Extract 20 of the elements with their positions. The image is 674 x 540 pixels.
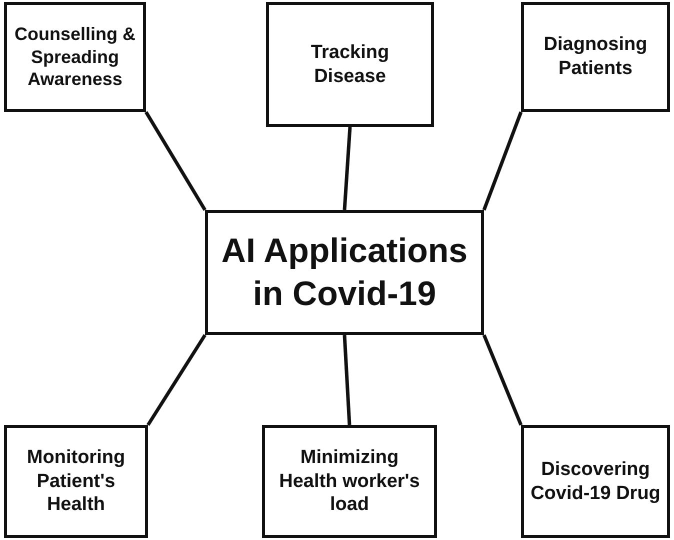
application-box (521, 2, 670, 112)
connector-line (482, 111, 523, 211)
connector-line (146, 334, 206, 426)
box-label: Minimizing Health worker's load (278, 446, 421, 518)
box-label: Diagnosing Patients (542, 33, 648, 81)
connector-line (482, 334, 523, 426)
connector-line (342, 126, 352, 210)
box-label: Tracking Disease (310, 40, 390, 88)
box-label: Monitoring Patient's Health (26, 446, 126, 518)
central-topic-box (205, 210, 484, 335)
box-label: Counselling & Spreading Awareness (14, 23, 136, 91)
box-label: Discovering Covid-19 Drug (530, 458, 662, 506)
connector-line (342, 334, 352, 426)
application-box (4, 425, 148, 538)
connector-line (144, 111, 206, 211)
box-label: AI Applications in Covid-19 (220, 231, 469, 314)
application-box (266, 2, 434, 127)
application-box (4, 2, 146, 112)
application-box (521, 425, 670, 538)
application-box (262, 425, 437, 538)
